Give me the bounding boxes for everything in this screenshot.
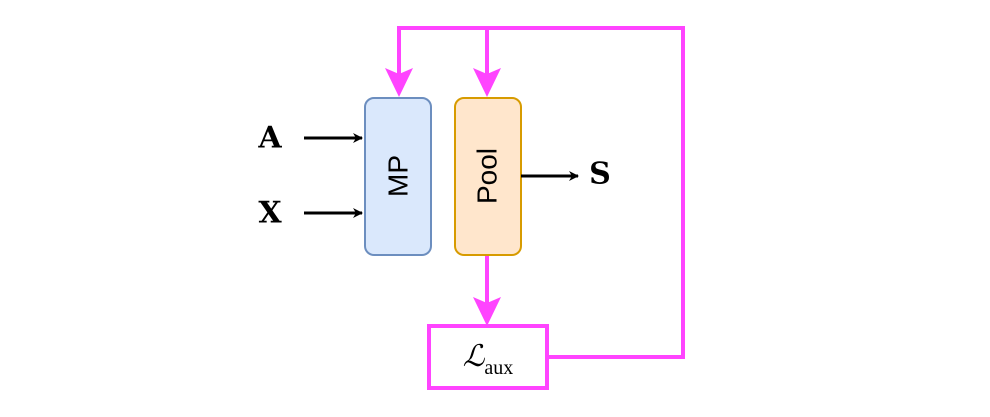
- mp-block[interactable]: MP: [364, 97, 432, 256]
- feedback-loop: [397, 26, 685, 359]
- output-s-label: S: [589, 157, 611, 192]
- aux-loss-block[interactable]: ℒaux: [427, 324, 549, 390]
- mp-label: MP: [383, 155, 414, 197]
- input-a-label: A: [257, 121, 282, 156]
- input-arrows: [304, 133, 579, 218]
- aux-loss-box: [427, 324, 549, 390]
- loss-symbol: ℒ: [463, 340, 486, 373]
- feedback-line: [397, 26, 685, 359]
- input-x-label: X: [258, 196, 282, 231]
- pool-label: Pool: [472, 148, 503, 204]
- feedback-arrowheads: [385, 68, 501, 326]
- arrowhead-to-mp: [385, 68, 413, 97]
- pool-block[interactable]: Pool: [454, 97, 522, 256]
- mp-box: [364, 97, 432, 256]
- aux-loss-label: ℒaux: [463, 340, 514, 379]
- arrowhead-to-loss: [473, 297, 501, 326]
- loss-subscript: aux: [484, 357, 513, 379]
- arrowhead-to-pool: [473, 68, 501, 97]
